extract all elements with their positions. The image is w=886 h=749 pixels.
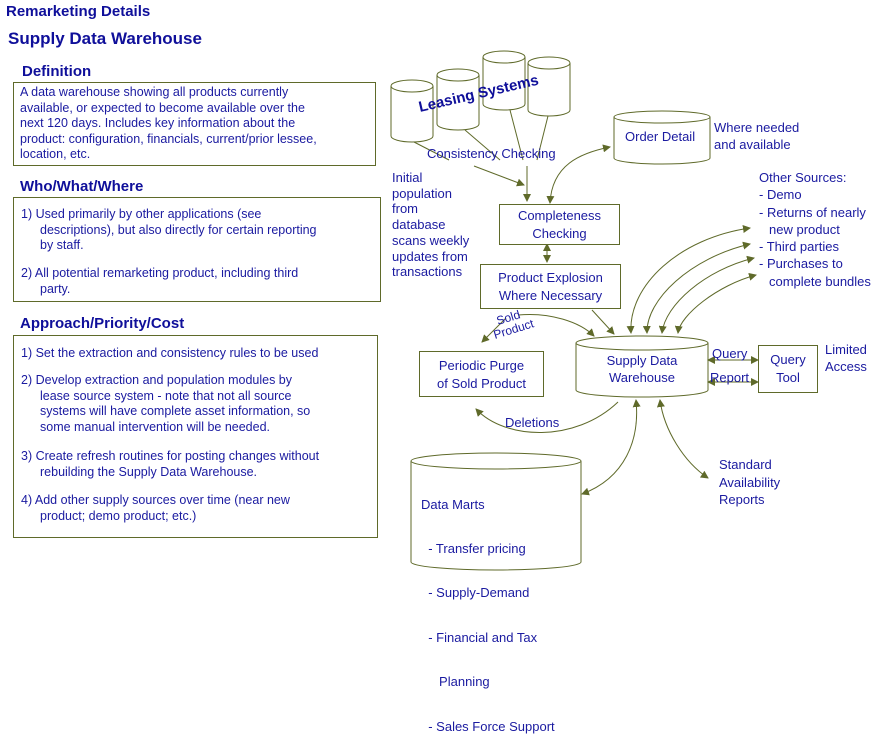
approach-item-1: 1) Set the extraction and consistency ru… (21, 346, 319, 360)
report-label: Report (710, 370, 750, 385)
data-marts-label: Data Marts - Transfer pricing - Supply-D… (421, 496, 555, 734)
order-detail-label: Order Detail (625, 129, 696, 144)
definition-text: A data warehouse showing all products cu… (20, 85, 317, 161)
sold-label: Sold (495, 307, 522, 327)
standard-reports-label: Standard Availability Reports (719, 457, 781, 507)
consistency-checking-label: Consistency Checking (427, 146, 556, 161)
supply-dw-cylinder (575, 335, 709, 398)
who-heading: Who/What/Where (20, 178, 144, 195)
approach-item-3: 3) Create refresh routines for posting c… (21, 449, 320, 479)
page-subtitle: Remarketing Details (6, 3, 151, 20)
query-label: Query (712, 346, 748, 361)
definition-box: A data warehouse showing all products cu… (13, 82, 376, 166)
page-title: Supply Data Warehouse (8, 29, 202, 48)
who-item-2: 2) All potential remarketing product, in… (21, 266, 299, 296)
approach-item-4: 4) Add other supply sources over time (n… (21, 493, 290, 523)
leasing-system-cylinder-3 (482, 50, 526, 111)
where-needed-label: Where needed and available (714, 120, 800, 152)
data-marts-cylinder (410, 452, 582, 571)
order-detail-cylinder (613, 110, 711, 165)
deletions-label: Deletions (505, 415, 560, 430)
other-sources-label: Other Sources: - Demo - Returns of nearl… (759, 170, 871, 289)
leasing-system-cylinder-1 (390, 79, 434, 143)
flow-diagram: Leasing Systems Sold Product (390, 50, 759, 571)
query-tool-box: Query Tool (758, 345, 818, 393)
supply-dw-label: Supply Data Warehouse (606, 353, 678, 385)
who-item-1: 1) Used primarily by other applications … (21, 207, 317, 252)
leasing-system-cylinder-4 (527, 56, 571, 117)
completeness-checking-box: Completeness Checking (499, 204, 620, 245)
initial-population-label: Initial population from database scans w… (392, 170, 470, 280)
approach-item-2: 2) Develop extraction and population mod… (21, 373, 311, 434)
product-explosion-box: Product Explosion Where Necessary (480, 264, 621, 309)
who-box: 1) Used primarily by other applications … (13, 197, 381, 302)
definition-heading: Definition (22, 63, 92, 80)
leasing-system-cylinder-2 (436, 68, 480, 131)
approach-box: 1) Set the extraction and consistency ru… (13, 335, 378, 538)
periodic-purge-box: Periodic Purge of Sold Product (419, 351, 544, 397)
approach-heading: Approach/Priority/Cost (20, 315, 185, 332)
limited-access-label: Limited Access (825, 342, 867, 374)
